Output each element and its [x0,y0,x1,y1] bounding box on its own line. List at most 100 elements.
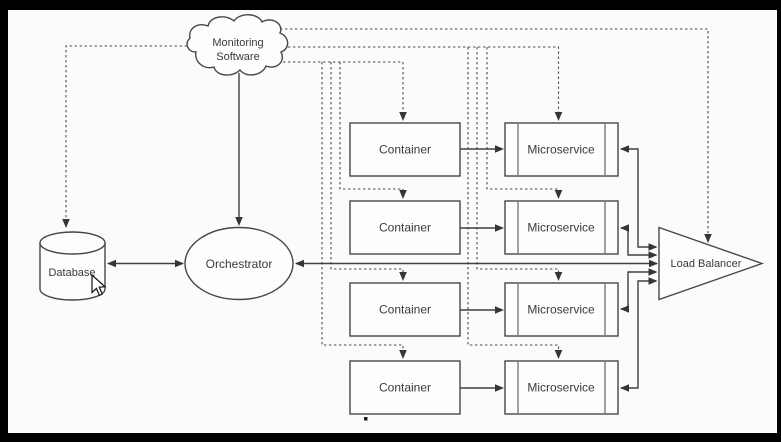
microservice-label: Microservice [527,303,595,317]
arrowhead-left-icon [620,145,629,153]
container-label: Container [379,221,431,235]
arrowhead-right-icon [495,224,504,232]
container-node-4[interactable]: Container [349,360,461,415]
arrowhead-left-icon [620,305,629,313]
microservice-rect[interactable] [504,122,619,177]
microservice-node-4[interactable]: Microservice [504,360,619,415]
database-label: Database [48,267,95,279]
arrowhead-left-icon [620,224,629,232]
arrowhead-down-icon [399,190,407,199]
edge-line [283,61,404,112]
microservice-rect[interactable] [504,360,619,415]
arrowhead-down-icon [235,217,243,226]
microservice-node-1[interactable]: Microservice [504,122,619,177]
edge-container3-to-microservice3 [460,306,504,314]
arrowhead-down-icon [62,219,70,228]
edge-monitoring-to-container-4 [321,62,407,359]
edge-line [321,62,404,350]
edge-monitoring-to-orchestrator [235,73,243,226]
arrowhead-down-icon [554,350,563,359]
edge-microservice3-load-balancer [620,268,658,313]
arrowhead-down-icon [399,112,407,121]
container-node-1[interactable]: Container [349,122,461,177]
edge-database-orchestrator [107,259,184,268]
container-rect[interactable] [349,200,461,255]
edge-monitoring-to-container-3 [330,62,407,281]
edge-line [339,62,404,190]
edge-monitoring-to-microservice-4 [467,47,563,359]
container-node-3[interactable]: Container [349,282,461,337]
orchestrator-label: Orchestrator [206,257,273,271]
orchestrator-node[interactable]: Orchestrator [184,226,294,301]
container-label: Container [379,143,431,157]
edge-load-balancer-orchestrator [295,259,658,268]
edge-monitoring-to-microservice-1 [288,46,563,121]
arrowhead-down-icon [399,350,407,359]
arrowhead-down-icon [554,190,563,199]
arrowhead-right-icon [648,268,658,276]
container-node-2[interactable]: Container [349,200,461,255]
cursor-arrow [91,273,107,297]
container-label: Container [379,381,431,395]
microservice-label: Microservice [527,143,595,157]
edge-line [330,62,404,272]
load-balancer-label: Load Balancer [671,258,742,270]
database-cylinder-top [39,242,106,255]
edge-line [486,47,560,190]
edge-line [280,28,709,234]
microservice-node-2[interactable]: Microservice [504,200,619,255]
orchestrator-ellipse[interactable] [184,226,294,301]
database-node[interactable]: Database [39,231,106,301]
edge-microservice4-load-balancer [620,277,658,392]
microservice-label: Microservice [527,221,595,235]
container-rect[interactable] [349,282,461,337]
arrowhead-right-icon [495,145,504,153]
edge-microservice1-load-balancer [620,145,658,251]
edge-container1-to-microservice1 [460,145,504,153]
load-balancer-node[interactable]: Load Balancer [658,226,765,301]
edge-line [621,280,656,389]
arrowhead-right-icon [649,259,658,268]
arrowhead-down-icon [704,234,712,243]
edge-line [65,45,187,219]
arrowhead-right-icon [175,259,184,268]
stray-dot [364,417,368,421]
microservice-rect[interactable] [504,282,619,337]
edge-line [476,47,560,272]
container-label: Container [379,303,431,317]
arrowhead-right-icon [648,243,658,251]
edge-monitoring-to-container-1 [283,61,407,121]
arrowhead-down-icon [399,272,407,281]
edge-container2-to-microservice2 [460,224,504,232]
arrowhead-left-icon [620,384,629,392]
arrowhead-down-icon [554,272,563,281]
edge-monitoring-to-microservice-3 [476,47,563,281]
arrowhead-right-icon [495,306,504,314]
monitoring-label-line1: Monitoring [212,37,263,49]
arrowhead-left-icon [107,259,116,268]
microservice-node-3[interactable]: Microservice [504,282,619,337]
edge-monitoring-to-load-balancer [280,28,712,243]
container-rect[interactable] [349,122,461,177]
monitoring-label-line2: Software [216,51,259,63]
microservice-rect[interactable] [504,200,619,255]
edge-monitoring-to-microservice-2 [486,47,563,199]
edge-container4-to-microservice4 [460,384,504,392]
load-balancer-triangle[interactable] [658,226,765,301]
mouse-cursor-icon [91,273,107,297]
monitoring-software-node[interactable]: Monitoring Software [186,14,289,76]
edge-line [621,148,656,248]
arrowhead-down-icon [554,112,563,121]
cloud-shape[interactable] [186,14,289,76]
arrowhead-right-icon [648,251,658,259]
edge-monitoring-to-container-2 [339,62,407,199]
edge-microservice2-load-balancer [620,224,658,259]
arrowhead-right-icon [495,384,504,392]
container-rect[interactable] [349,360,461,415]
arrowhead-left-icon [295,259,304,268]
edge-line [288,46,560,112]
microservice-label: Microservice [527,381,595,395]
edge-line [467,47,560,350]
